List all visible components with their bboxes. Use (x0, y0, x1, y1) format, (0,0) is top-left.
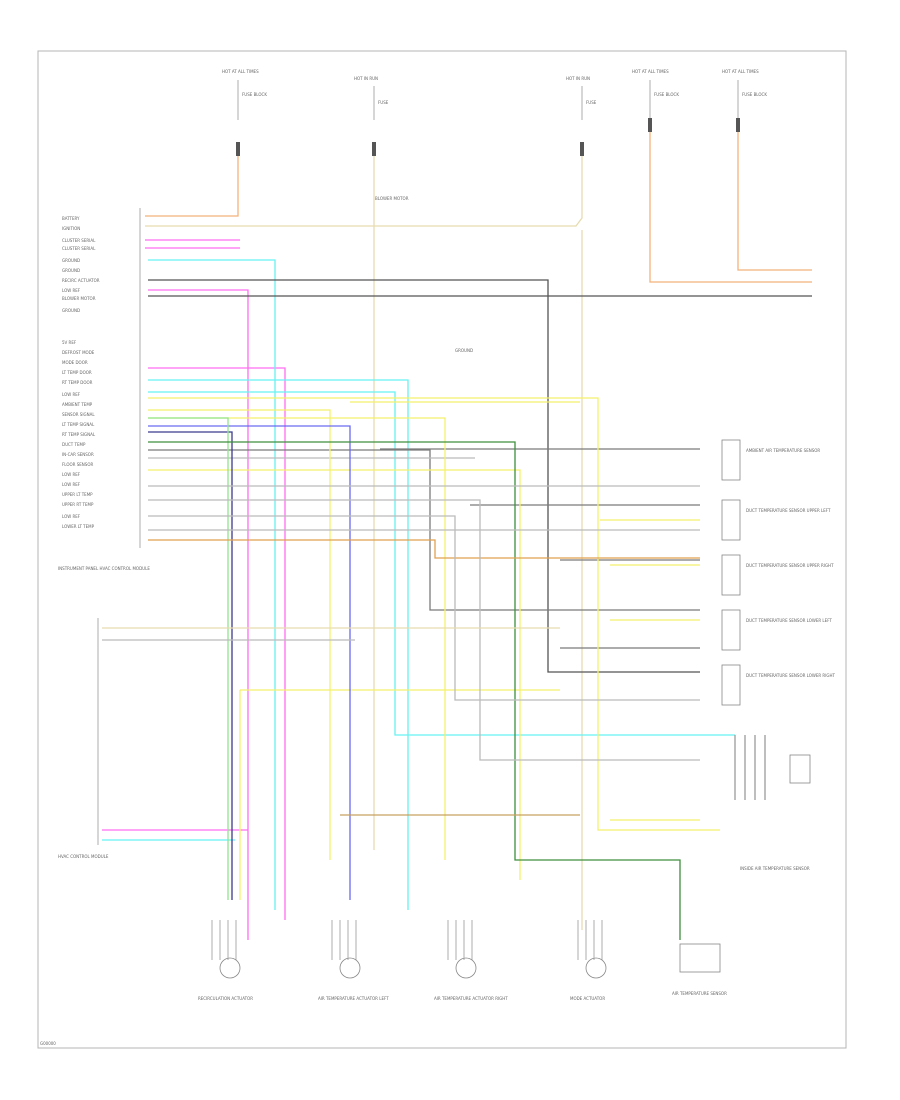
svg-text:MODE DOOR: MODE DOOR (62, 360, 88, 365)
actuator-air-temp-left: AIR TEMPERATURE ACTUATOR LEFT (318, 920, 389, 1001)
svg-text:FUSE: FUSE (586, 100, 597, 105)
svg-text:SENSOR SIGNAL: SENSOR SIGNAL (62, 412, 95, 417)
svg-text:INSIDE AIR TEMPERATURE SENSOR: INSIDE AIR TEMPERATURE SENSOR (740, 866, 810, 871)
svg-text:GROUND: GROUND (62, 308, 80, 313)
svg-text:AIR TEMPERATURE ACTUATOR RIGHT: AIR TEMPERATURE ACTUATOR RIGHT (434, 996, 508, 1001)
svg-text:HOT IN RUN: HOT IN RUN (354, 76, 378, 81)
sensor-duct-lower-right: DUCT TEMPERATURE SENSOR LOWER RIGHT (721, 664, 836, 706)
svg-text:AMBIENT TEMP: AMBIENT TEMP (62, 402, 93, 407)
svg-text:BATTERY: BATTERY (62, 216, 80, 221)
fuse-3: HOT IN RUN FUSE (566, 76, 597, 156)
fuse-2: HOT IN RUN FUSE (354, 76, 389, 156)
actuator-mode: MODE ACTUATOR (570, 920, 607, 1001)
svg-text:MODE ACTUATOR: MODE ACTUATOR (570, 996, 605, 1001)
ground-label: GROUND (455, 348, 473, 353)
svg-text:BLOWER MOTOR: BLOWER MOTOR (62, 296, 96, 301)
svg-text:DUCT TEMPERATURE SENSOR LOWER: DUCT TEMPERATURE SENSOR LOWER LEFT (746, 618, 832, 623)
svg-text:LOWER LT TEMP: LOWER LT TEMP (62, 524, 95, 529)
svg-text:DUCT TEMPERATURE SENSOR UPPER: DUCT TEMPERATURE SENSOR UPPER RIGHT (746, 563, 834, 568)
svg-text:RT TEMP DOOR: RT TEMP DOOR (62, 380, 93, 385)
svg-text:DUCT TEMPERATURE SENSOR LOWER: DUCT TEMPERATURE SENSOR LOWER RIGHT (746, 673, 836, 678)
svg-text:RT TEMP SIGNAL: RT TEMP SIGNAL (62, 432, 96, 437)
svg-text:CLUSTER SERIAL: CLUSTER SERIAL (62, 246, 96, 251)
svg-text:LOW REF: LOW REF (62, 514, 81, 519)
sensor-inside-air: INSIDE AIR TEMPERATURE SENSOR (740, 754, 811, 871)
fuse-4: HOT AT ALL TIMES FUSE BLOCK (632, 69, 679, 132)
svg-text:GROUND: GROUND (62, 268, 80, 273)
svg-text:LT TEMP DOOR: LT TEMP DOOR (62, 370, 92, 375)
left-module: BATTERY IGNITION CLUSTER SERIAL CLUSTER … (58, 208, 150, 571)
svg-text:FUSE BLOCK: FUSE BLOCK (242, 92, 267, 97)
actuator-air-temp-right: AIR TEMPERATURE ACTUATOR RIGHT (434, 920, 508, 1001)
svg-text:IN-CAR SENSOR: IN-CAR SENSOR (62, 452, 94, 457)
svg-text:HOT AT ALL TIMES: HOT AT ALL TIMES (632, 69, 669, 74)
actuator-recirc: RECIRCULATION ACTUATOR (198, 920, 253, 1001)
svg-text:LT TEMP SIGNAL: LT TEMP SIGNAL (62, 422, 95, 427)
svg-text:HOT AT ALL TIMES: HOT AT ALL TIMES (722, 69, 759, 74)
svg-text:FUSE: FUSE (378, 100, 389, 105)
svg-text:HOT AT ALL TIMES: HOT AT ALL TIMES (222, 69, 259, 74)
svg-text:RECIRC ACTUATOR: RECIRC ACTUATOR (62, 278, 100, 283)
hvac-control-module: HVAC CONTROL MODULE (58, 618, 109, 859)
svg-text:DEFROST MODE: DEFROST MODE (62, 350, 95, 355)
svg-text:AMBIENT AIR TEMPERATURE SENSOR: AMBIENT AIR TEMPERATURE SENSOR (746, 448, 820, 453)
sensor-duct-upper-right: DUCT TEMPERATURE SENSOR UPPER RIGHT (721, 554, 834, 596)
svg-text:UPPER LT TEMP: UPPER LT TEMP (62, 492, 93, 497)
fuse-5: HOT AT ALL TIMES FUSE BLOCK (722, 69, 767, 132)
svg-text:RECIRCULATION ACTUATOR: RECIRCULATION ACTUATOR (198, 996, 253, 1001)
svg-text:CLUSTER SERIAL: CLUSTER SERIAL (62, 238, 96, 243)
wires (102, 132, 812, 940)
svg-text:GROUND: GROUND (62, 258, 80, 263)
svg-text:UPPER RT TEMP: UPPER RT TEMP (62, 502, 94, 507)
svg-text:LOW REF: LOW REF (62, 472, 81, 477)
svg-text:LOW REF: LOW REF (62, 288, 81, 293)
svg-text:IGNITION: IGNITION (62, 226, 80, 231)
svg-text:5V REF: 5V REF (62, 340, 77, 345)
svg-text:DUCT TEMPERATURE SENSOR UPPER: DUCT TEMPERATURE SENSOR UPPER LEFT (746, 508, 831, 513)
fuse-1: HOT AT ALL TIMES FUSE BLOCK (222, 69, 267, 156)
svg-text:INSTRUMENT PANEL HVAC CONTROL: INSTRUMENT PANEL HVAC CONTROL MODULE (58, 566, 150, 571)
svg-text:HOT IN RUN: HOT IN RUN (566, 76, 590, 81)
svg-text:FUSE BLOCK: FUSE BLOCK (654, 92, 679, 97)
svg-text:AIR TEMPERATURE ACTUATOR LEFT: AIR TEMPERATURE ACTUATOR LEFT (318, 996, 389, 1001)
blower-label: BLOWER MOTOR (375, 196, 409, 201)
svg-text:LOW REF: LOW REF (62, 482, 81, 487)
footer-code: G00000 (40, 1041, 56, 1046)
sensor-air-temp-bottom: AIR TEMPERATURE SENSOR (672, 943, 727, 996)
svg-text:AIR TEMPERATURE SENSOR: AIR TEMPERATURE SENSOR (672, 991, 727, 996)
sensor-duct-upper-left: DUCT TEMPERATURE SENSOR UPPER LEFT (721, 499, 831, 541)
sensor-duct-lower-left: DUCT TEMPERATURE SENSOR LOWER LEFT (721, 609, 832, 651)
svg-text:DUCT TEMP: DUCT TEMP (62, 442, 86, 447)
svg-text:FUSE BLOCK: FUSE BLOCK (742, 92, 767, 97)
sensor-ambient: AMBIENT AIR TEMPERATURE SENSOR (721, 439, 820, 481)
svg-text:HVAC CONTROL MODULE: HVAC CONTROL MODULE (58, 854, 109, 859)
svg-text:LOW REF: LOW REF (62, 392, 81, 397)
svg-text:FLOOR SENSOR: FLOOR SENSOR (62, 462, 93, 467)
diagram-border (37, 50, 847, 1049)
